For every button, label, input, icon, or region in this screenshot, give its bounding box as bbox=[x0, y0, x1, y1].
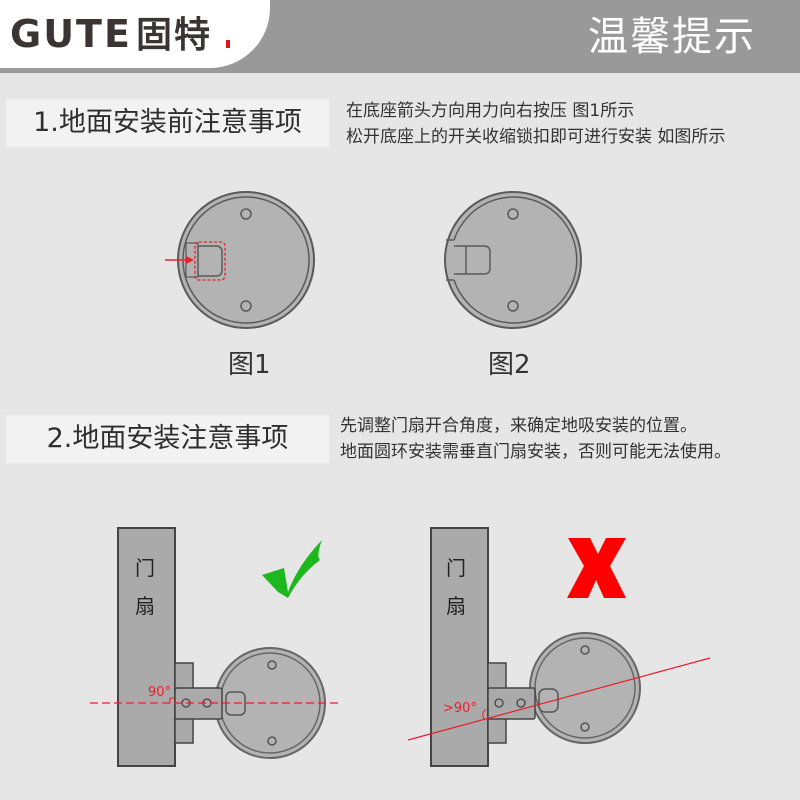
section1-title-box: 1.地面安装前注意事项 bbox=[6, 99, 329, 147]
section1-note-2: 松开底座上的开关收缩锁扣即可进行安装 如图所示 bbox=[346, 127, 726, 147]
wrong-install-diagram: >90° 门 扇 bbox=[407, 527, 711, 767]
door-label-bottom: 扇 bbox=[135, 594, 155, 618]
section1-title: 1.地面安装前注意事项 bbox=[33, 107, 302, 138]
correct-install-diagram: 90° 门 扇 bbox=[90, 527, 340, 767]
figure1-label: 图1 bbox=[228, 350, 271, 380]
section2-note-1: 先调整门扇开合角度，来确定地吸安装的位置。 bbox=[340, 416, 697, 436]
section2-title-box: 2.地面安装注意事项 bbox=[6, 415, 329, 463]
door-label-top: 门 bbox=[135, 556, 155, 580]
check-icon bbox=[262, 540, 322, 598]
figure2-label: 图2 bbox=[488, 350, 531, 380]
brand-accent-mark bbox=[226, 40, 230, 48]
brand-cn: 固特 bbox=[135, 15, 212, 56]
angle-label-correct: 90° bbox=[148, 685, 171, 700]
door-label-bottom: 扇 bbox=[446, 594, 466, 618]
base-plate-pressed-icon bbox=[165, 191, 315, 329]
page-title: 温馨提示 bbox=[588, 14, 756, 60]
door-label-top: 门 bbox=[446, 556, 466, 580]
brand-latin: GUTE bbox=[10, 12, 132, 56]
base-plate-released-icon bbox=[444, 191, 582, 329]
x-icon bbox=[567, 538, 626, 598]
section1-note-1: 在底座箭头方向用力向右按压 图1所示 bbox=[346, 101, 635, 121]
section2-note-2: 地面圆环安装需垂直门扇安装，否则可能无法使用。 bbox=[340, 442, 731, 462]
angle-label-wrong: >90° bbox=[443, 701, 477, 716]
section2-title: 2.地面安装注意事项 bbox=[46, 423, 289, 454]
